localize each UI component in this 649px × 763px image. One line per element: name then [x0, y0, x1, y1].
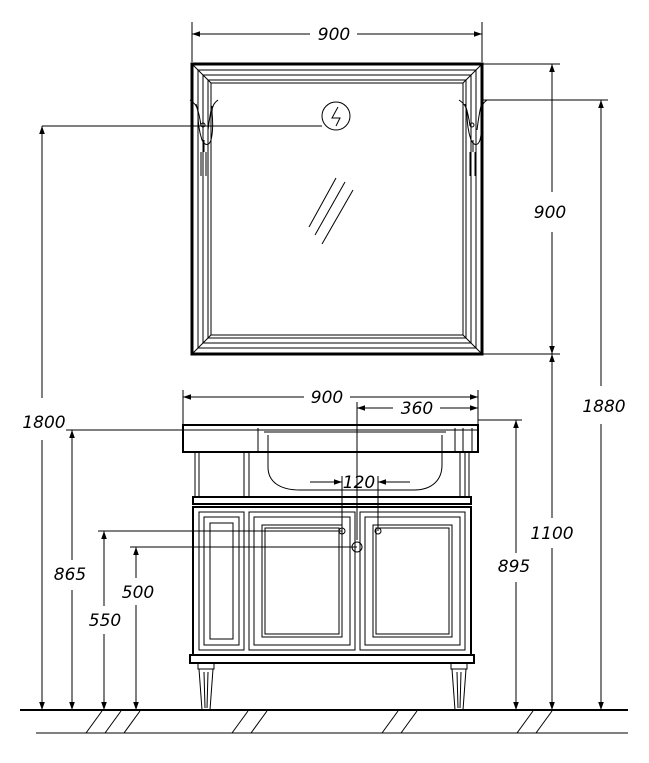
dim-sink-offset: 360 — [356, 399, 478, 540]
glass-reflection-marks — [308, 177, 354, 245]
dim-lamp-height-1800: 1800 — [22, 125, 322, 710]
dim-top-height-865: 865 — [54, 429, 183, 710]
vanity-cabinet — [182, 424, 479, 711]
dim-label-cabinet-width: 900 — [311, 388, 343, 408]
dim-top-height-895: 895 — [478, 419, 530, 710]
mirror — [190, 62, 484, 356]
dim-label-500: 500 — [122, 583, 154, 603]
dim-tap-height-550: 550 — [89, 530, 342, 710]
dim-label-1100: 1100 — [530, 524, 573, 544]
dim-label-120: 120 — [343, 473, 375, 493]
dim-tap-spacing: 120 — [310, 473, 410, 531]
dim-mirror-height: 900 — [482, 63, 566, 355]
left-leg — [197, 662, 215, 711]
dim-cabinet-width: 900 — [182, 388, 479, 425]
dim-label-1880: 1880 — [582, 397, 625, 417]
dim-label-550: 550 — [89, 611, 121, 631]
dim-lamp-height-1880: 1880 — [482, 99, 626, 710]
dim-label-865: 865 — [54, 565, 86, 585]
dim-drain-height-500: 500 — [122, 546, 357, 710]
dim-label-mirror-width: 900 — [318, 25, 350, 45]
electric-outlet-icon — [321, 101, 351, 131]
left-wall-lamp — [189, 99, 219, 176]
right-wall-lamp — [458, 99, 488, 176]
dim-label-mirror-height: 900 — [534, 203, 566, 223]
dim-mirror-bottom-1100: 1100 — [530, 354, 574, 710]
dim-label-1800: 1800 — [22, 413, 65, 433]
dim-label-895: 895 — [498, 557, 530, 577]
dim-mirror-width: 900 — [191, 22, 483, 62]
floor-line — [20, 709, 628, 734]
right-leg — [450, 662, 468, 711]
dim-label-360: 360 — [401, 399, 433, 419]
floor-hatch — [85, 710, 553, 734]
